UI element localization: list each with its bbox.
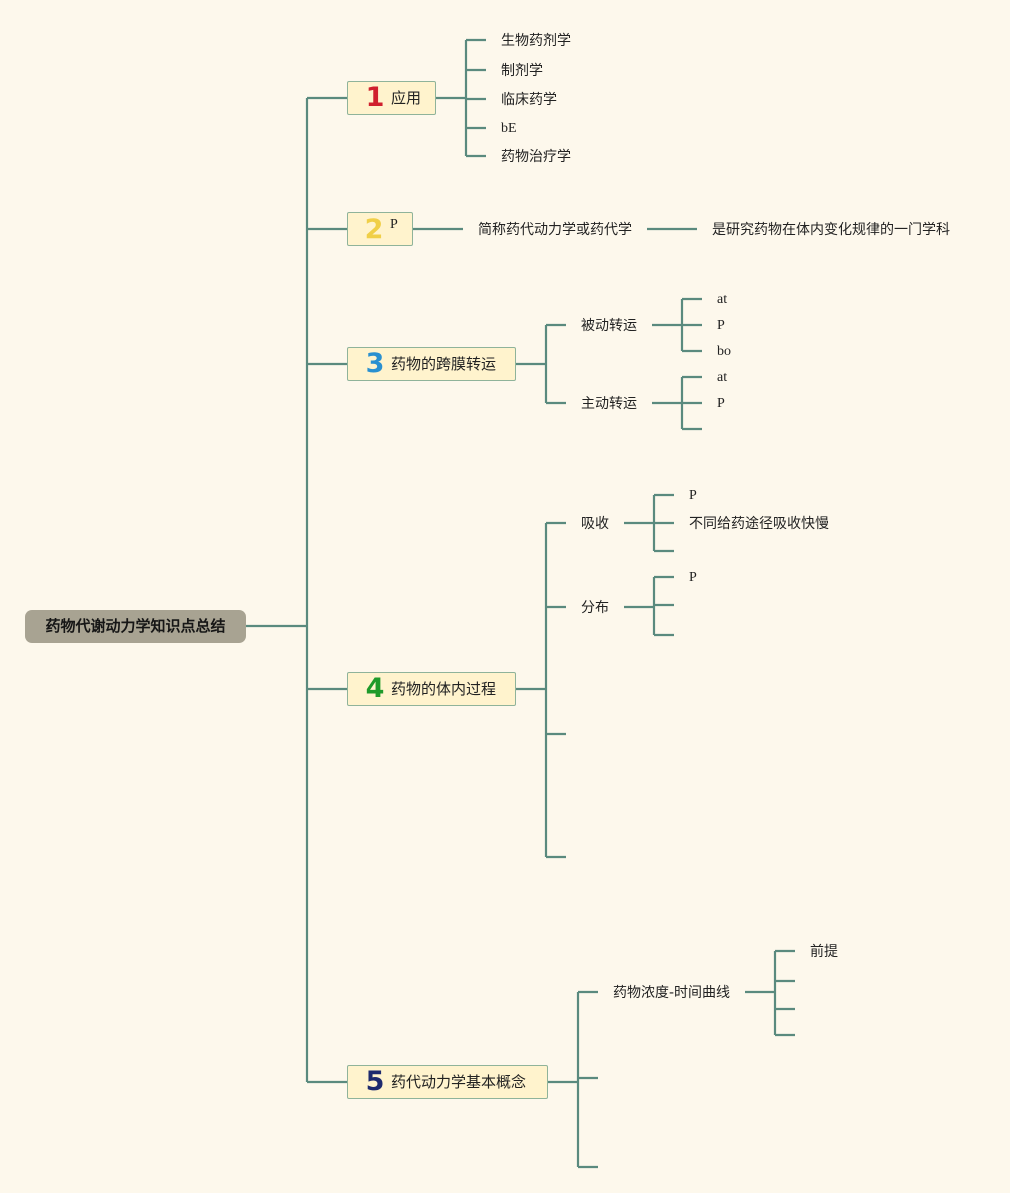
topic-3-node[interactable]: 3 药物的跨膜转运: [347, 347, 516, 381]
leaf-3-2-1[interactable]: at: [717, 370, 728, 385]
connector-topic-5: [548, 949, 795, 1169]
subtopic-1-2[interactable]: 制剂学: [501, 63, 543, 79]
connector-topic-3: [516, 297, 702, 431]
topic-1-node[interactable]: 1 应用: [347, 81, 436, 115]
number-3-icon: 3: [365, 348, 385, 379]
connector-topic-1: [436, 38, 486, 158]
subtopic-3-2[interactable]: 主动转运: [581, 396, 637, 412]
topic-2-node[interactable]: 2 P: [347, 212, 413, 246]
number-5-icon: 5: [365, 1066, 385, 1097]
leaf-3-2-2[interactable]: P: [717, 396, 725, 411]
leaf-3-1-3[interactable]: bo: [717, 344, 731, 359]
connector-topic-4: [516, 493, 674, 859]
topic-4-label: 药物的体内过程: [391, 680, 497, 698]
leaf-4-2-1[interactable]: P: [689, 570, 697, 585]
topic-4-node[interactable]: 4 药物的体内过程: [347, 672, 516, 706]
topic-5-node[interactable]: 5 药代动力学基本概念: [347, 1065, 548, 1099]
leaf-4-1-1[interactable]: P: [689, 488, 697, 503]
number-4-icon: 4: [365, 673, 385, 704]
subtopic-4-2[interactable]: 分布: [581, 600, 609, 616]
leaf-3-1-2[interactable]: P: [717, 318, 725, 333]
subtopic-2-2[interactable]: 是研究药物在体内变化规律的一门学科: [712, 222, 950, 238]
subtopic-3-1[interactable]: 被动转运: [581, 318, 637, 334]
root-node[interactable]: 药物代谢动力学知识点总结: [25, 610, 246, 643]
leaf-4-1-2[interactable]: 不同给药途径吸收快慢: [689, 516, 829, 532]
subtopic-1-4[interactable]: bE: [501, 121, 517, 136]
subtopic-4-1[interactable]: 吸收: [581, 516, 609, 532]
topic-2-label: P: [390, 217, 398, 232]
subtopic-1-1[interactable]: 生物药剂学: [501, 33, 571, 49]
topic-5-label: 药代动力学基本概念: [391, 1073, 527, 1091]
number-1-icon: 1: [365, 82, 385, 113]
leaf-3-1-1[interactable]: at: [717, 292, 728, 307]
topic-3-label: 药物的跨膜转运: [391, 355, 497, 373]
subtopic-2-1[interactable]: 简称药代动力学或药代学: [478, 222, 632, 238]
connector-root: [246, 96, 347, 1084]
leaf-5-1-1[interactable]: 前提: [810, 944, 838, 960]
topic-1-label: 应用: [391, 89, 422, 107]
number-2-icon: 2: [364, 214, 384, 245]
subtopic-1-3[interactable]: 临床药学: [501, 92, 557, 108]
subtopic-5-1[interactable]: 药物浓度-时间曲线: [613, 985, 731, 1001]
subtopic-1-5[interactable]: 药物治疗学: [501, 149, 571, 165]
